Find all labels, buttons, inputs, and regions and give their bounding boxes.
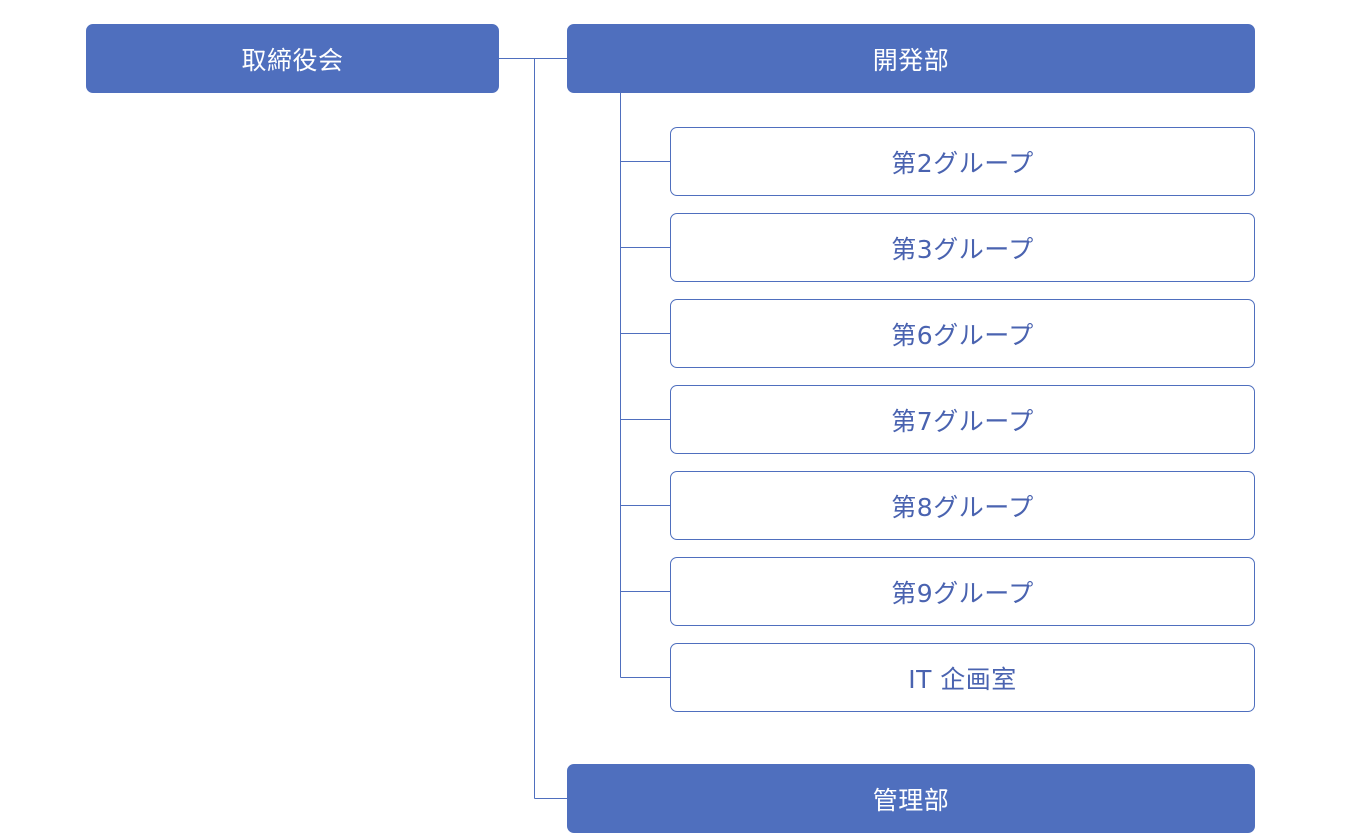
board-of-directors-node[interactable]: 取締役会 bbox=[86, 24, 499, 93]
group-node[interactable]: 第7グループ bbox=[670, 385, 1255, 454]
group-node[interactable]: 第9グループ bbox=[670, 557, 1255, 626]
it-planning-office-node[interactable]: IT 企画室 bbox=[670, 643, 1255, 712]
group-node[interactable]: 第2グループ bbox=[670, 127, 1255, 196]
group-node[interactable]: 第3グループ bbox=[670, 213, 1255, 282]
board-of-directors-label: 取締役会 bbox=[241, 45, 344, 75]
development-dept-label: 開発部 bbox=[872, 45, 950, 75]
group-label: 第7グループ bbox=[891, 406, 1034, 436]
group-node[interactable]: 第8グループ bbox=[670, 471, 1255, 540]
group-label: 第2グループ bbox=[891, 148, 1034, 178]
group-label: 第6グループ bbox=[891, 320, 1034, 350]
development-dept-node[interactable]: 開発部 bbox=[567, 24, 1255, 93]
group-node[interactable]: 第6グループ bbox=[670, 299, 1255, 368]
administration-dept-label: 管理部 bbox=[872, 785, 950, 815]
administration-dept-node[interactable]: 管理部 bbox=[567, 764, 1255, 833]
it-planning-office-label: IT 企画室 bbox=[908, 664, 1017, 694]
group-label: 第9グループ bbox=[891, 578, 1034, 608]
group-label: 第8グループ bbox=[891, 492, 1034, 522]
group-label: 第3グループ bbox=[891, 234, 1034, 264]
